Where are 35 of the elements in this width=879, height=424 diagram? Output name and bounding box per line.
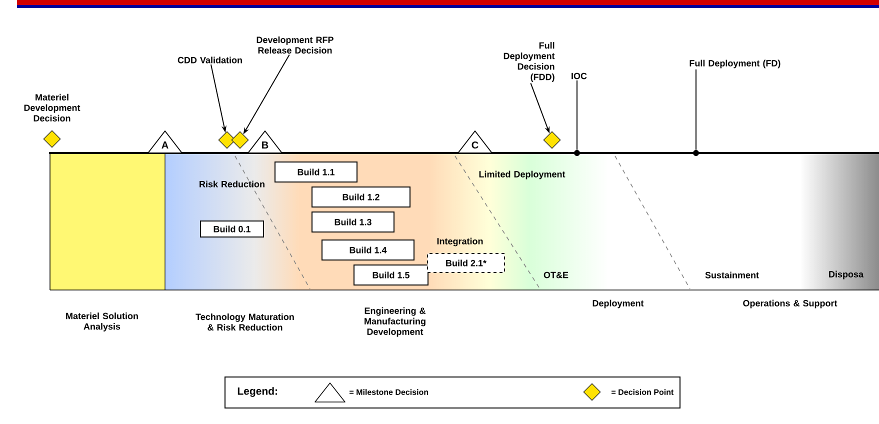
phase-label: Deployment [592,300,644,308]
decision-diamond [543,131,561,149]
milestone-triangle: A [148,130,182,154]
build-box: Build 1.3 [312,212,394,232]
build-box: Build 1.4 [322,240,414,260]
milestone-label: IOC [572,72,587,80]
build-box: Build 1.2 [312,186,410,208]
build-box: Build 2.1* [427,253,505,273]
timeline-label: Limited Deployment [479,170,566,180]
decision-diamond [43,130,61,148]
milestone-triangle: C [458,130,492,154]
milestone-triangle: B [248,130,282,154]
legend-title: Legend: [238,387,278,397]
milestone-label: Development RFP Release Decision [256,36,334,54]
build-box: Build 0.1 [200,220,264,238]
build-box: Build 1.5 [354,264,428,286]
timeline-label: Integration [437,238,483,246]
decision-diamond [231,131,249,149]
legend-text: = Milestone Decision [350,389,428,395]
timeline-label: Risk Reduction [200,180,264,188]
timeline-label: Sustainment [705,272,759,278]
phase-label: Technology Maturation & Risk Reduction [196,313,294,331]
phase-label: Materiel Solution Analysis [66,312,138,332]
build-box: Build 1.1 [274,162,358,182]
decision-diamond [218,131,236,149]
milestone-label: Full Deployment (FD) [690,60,780,68]
timeline-label: OT&E [544,272,568,278]
legend-text: = Decision Point [612,389,674,395]
milestone-label: Full Deployment Decision (FDD) [504,42,555,82]
timeline-label: Disposa [829,270,864,280]
phase-label: Operations & Support [743,300,838,308]
milestone-label: CDD Validation [178,56,242,64]
milestone-line [576,80,578,150]
decision-label: Materiel Development Decision [24,94,80,122]
phase-label: Engineering & Manufacturing Development [364,307,426,337]
